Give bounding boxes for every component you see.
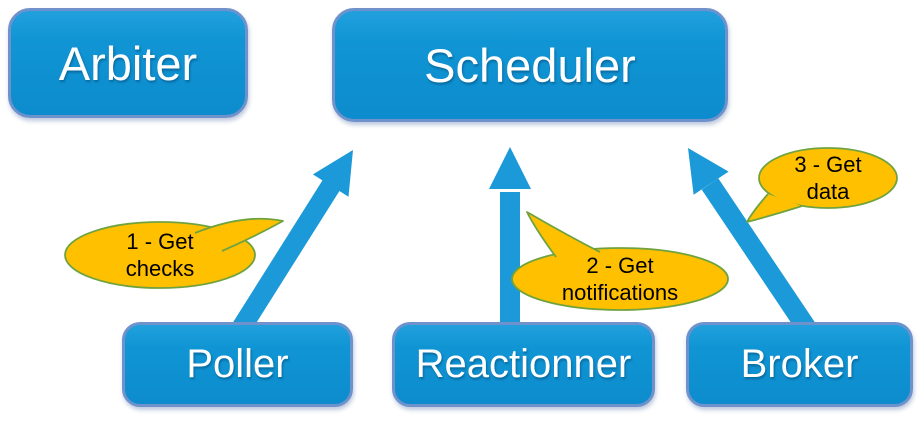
arrow-poller-to-scheduler [231,150,353,336]
callout-label-get-checks: 1 - Get checks [65,222,255,288]
node-poller: Poller [122,322,353,407]
callout-1-line-2: checks [125,256,195,281]
arrow-reactionner-to-scheduler [489,147,531,330]
callout-1-line-1: 1 - Get [126,229,194,254]
node-scheduler-label: Scheduler [424,38,636,92]
node-arbiter: Arbiter [8,8,248,118]
callout-2-line-2: notifications [561,280,679,305]
callout-label-get-notifications: 2 - Get notifications [512,248,728,310]
callout-3-line-1: 3 - Get [794,152,862,177]
node-broker: Broker [686,322,913,407]
callout-label-get-data: 3 - Get data [759,148,897,208]
node-broker-label: Broker [740,342,859,386]
node-poller-label: Poller [186,342,289,386]
arrow-broker-to-scheduler [688,148,817,336]
callout-bubble-get-data [746,147,898,223]
callout-bubble-get-notifications [511,211,729,311]
callout-3-line-2: data [806,179,850,204]
callout-2-line-1: 2 - Get [586,253,654,278]
node-reactionner-label: Reactionner [415,342,632,386]
node-reactionner: Reactionner [392,322,655,407]
node-scheduler: Scheduler [332,8,728,122]
callout-bubble-get-checks [64,217,284,289]
node-arbiter-label: Arbiter [58,36,198,90]
